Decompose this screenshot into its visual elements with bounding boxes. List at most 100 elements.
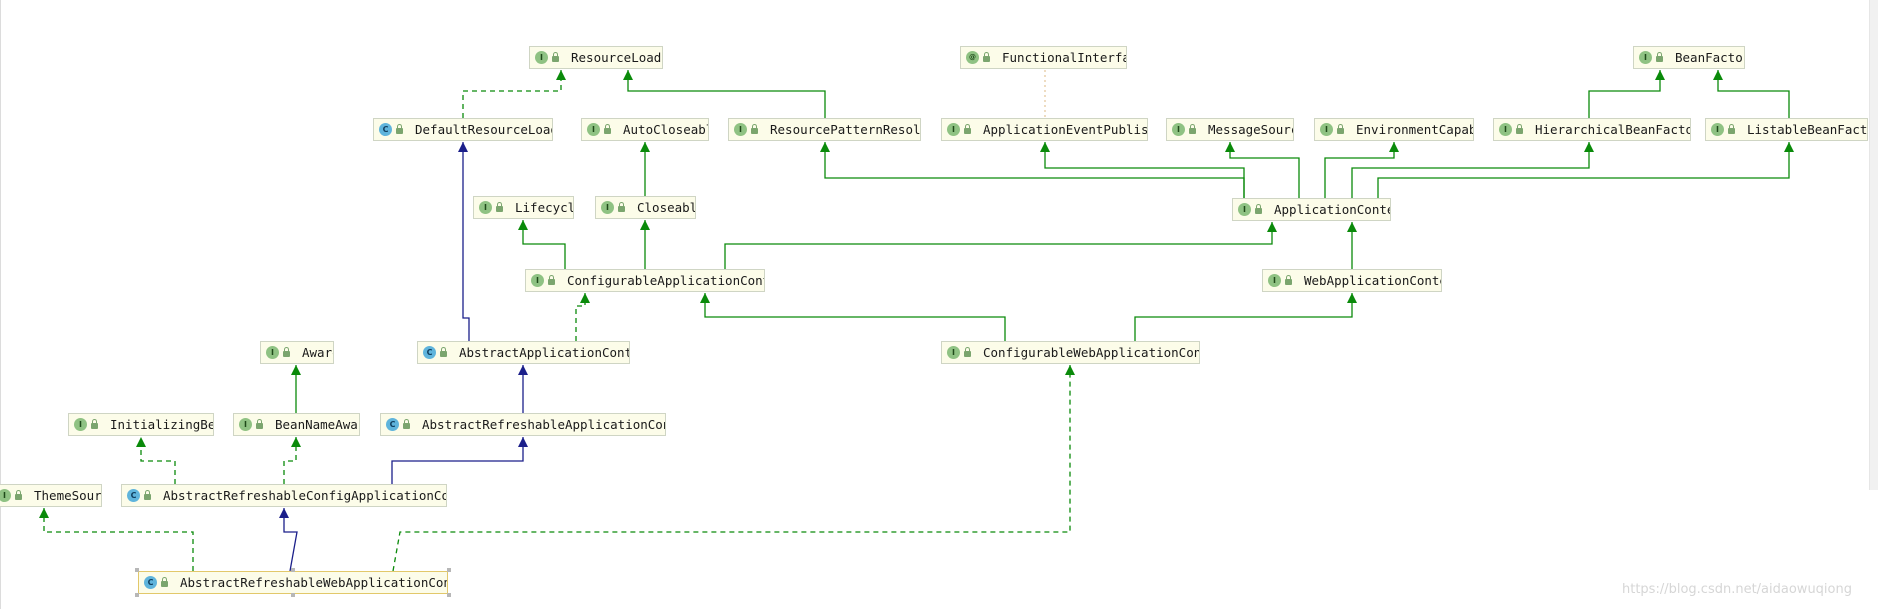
interface-icon: I xyxy=(947,346,960,359)
node-label: DefaultResourceLoade xyxy=(415,122,553,137)
node-functional-interface[interactable]: @ FunctionalInterfac xyxy=(960,46,1127,69)
edge-ApplicationContext-to-ListableBeanFactory xyxy=(1377,142,1794,198)
arrowhead xyxy=(820,142,830,152)
public-visibility-icon xyxy=(396,124,403,134)
watermark-text: https://blog.csdn.net/aidaowuqiong xyxy=(1622,582,1852,597)
public-visibility-icon xyxy=(91,419,98,429)
public-visibility-icon xyxy=(552,52,559,62)
interface-icon: I xyxy=(1172,123,1185,136)
node-label: AbstractRefreshableConfigApplicationCont… xyxy=(163,488,447,503)
public-visibility-icon xyxy=(15,490,22,500)
edge-BeanNameAware-to-Aware xyxy=(291,365,301,413)
edge-ResourcePatternResolver-to-ResourceLoader xyxy=(623,70,826,118)
node-auto-closeable[interactable]: IAutoCloseable xyxy=(581,118,709,141)
edge-ConfigurableApplicationContext-to-ApplicationContext xyxy=(724,222,1277,269)
node-application-context[interactable]: IApplicationContext xyxy=(1232,198,1391,221)
public-visibility-icon xyxy=(283,347,290,357)
edge-ConfigurableWebApplicationContext-to-ConfigurableApplicationContext xyxy=(700,293,1006,341)
arrowhead xyxy=(1347,222,1357,232)
selection-handle[interactable] xyxy=(291,568,295,572)
public-visibility-icon xyxy=(604,124,611,134)
arrowhead xyxy=(623,70,633,80)
interface-icon: I xyxy=(734,123,747,136)
edge-ApplicationContext-to-ResourcePatternResolver xyxy=(820,142,1245,198)
public-visibility-icon xyxy=(618,202,625,212)
node-resource-loader[interactable]: IResourceLoader xyxy=(529,46,663,69)
selection-handle[interactable] xyxy=(447,593,451,597)
edge-ConfigurableApplicationContext-to-Closeable xyxy=(640,220,650,269)
arrowhead xyxy=(1389,142,1399,152)
edge-ApplicationContext-to-EnvironmentCapable xyxy=(1324,142,1399,198)
edge-AbstractRefreshableApplicationContext-to-AbstractApplicationContext xyxy=(518,365,528,413)
class-icon: C xyxy=(423,346,436,359)
selection-handle[interactable] xyxy=(291,593,295,597)
node-bean-factory[interactable]: IBeanFactory xyxy=(1633,46,1745,69)
node-bean-name-aware[interactable]: IBeanNameAware xyxy=(233,413,360,436)
public-visibility-icon xyxy=(161,577,168,587)
node-aware[interactable]: IAware xyxy=(260,341,334,364)
arrowhead xyxy=(136,437,146,447)
public-visibility-icon xyxy=(1728,124,1735,134)
arrowhead xyxy=(580,293,590,303)
arrowhead xyxy=(1713,70,1723,80)
public-visibility-icon xyxy=(1189,124,1196,134)
selection-handle[interactable] xyxy=(135,593,139,597)
node-label: BeanNameAware xyxy=(275,417,359,432)
node-label: Closeable xyxy=(637,200,695,215)
node-label: ConfigurableApplicationContex xyxy=(567,273,765,288)
interface-icon: I xyxy=(535,51,548,64)
node-environment-capable[interactable]: IEnvironmentCapable xyxy=(1314,118,1474,141)
interface-icon: I xyxy=(531,274,544,287)
arrowhead xyxy=(1655,70,1665,80)
public-visibility-icon xyxy=(440,347,447,357)
node-label: InitializingBear xyxy=(110,417,214,432)
node-listable-bean-factory[interactable]: IListableBeanFactor xyxy=(1705,118,1868,141)
edge-ListableBeanFactory-to-BeanFactory xyxy=(1713,70,1790,118)
selection-handle[interactable] xyxy=(135,568,139,572)
node-label: ResourcePatternResolve xyxy=(770,122,921,137)
public-visibility-icon xyxy=(983,52,990,62)
public-visibility-icon xyxy=(548,275,555,285)
selection-handle[interactable] xyxy=(447,568,451,572)
interface-icon: I xyxy=(1499,123,1512,136)
arrowhead xyxy=(518,220,528,230)
arrowhead xyxy=(1347,293,1357,303)
node-hierarchical-bean-factory[interactable]: I HierarchicalBeanFactor xyxy=(1493,118,1691,141)
edge-AbstractRefreshableConfigApplicationContext-to-AbstractRefreshableApplicationContext xyxy=(391,437,528,484)
node-label: FunctionalInterfac xyxy=(1002,50,1127,65)
edge-ApplicationContext-to-HierarchicalBeanFactory xyxy=(1351,142,1594,198)
node-label: HierarchicalBeanFactor xyxy=(1535,122,1691,137)
vertical-scrollbar[interactable] xyxy=(1869,0,1878,490)
interface-icon: I xyxy=(74,418,87,431)
node-theme-source[interactable]: IThemeSource xyxy=(0,484,102,507)
edge-AbstractApplicationContext-to-DefaultResourceLoader xyxy=(458,142,470,341)
node-label: BeanFactory xyxy=(1675,50,1744,65)
node-message-source[interactable]: I MessageSource xyxy=(1166,118,1294,141)
arrowhead xyxy=(1040,142,1050,152)
arrowhead xyxy=(518,365,528,375)
node-closeable[interactable]: ICloseable xyxy=(595,196,696,219)
arrowhead xyxy=(640,220,650,230)
arrowhead xyxy=(1267,222,1277,232)
node-label: MessageSource xyxy=(1208,122,1293,137)
arrowhead xyxy=(1065,365,1075,375)
interface-icon: I xyxy=(479,201,492,214)
arrowhead xyxy=(1784,142,1794,152)
node-lifecycle[interactable]: ILifecycle xyxy=(473,196,574,219)
node-configurable-application-context[interactable]: I ConfigurableApplicationContex xyxy=(525,269,765,292)
interface-icon: I xyxy=(947,123,960,136)
node-resource-pattern-resolver[interactable]: I ResourcePatternResolve xyxy=(728,118,921,141)
public-visibility-icon xyxy=(403,419,410,429)
annotation-icon: @ xyxy=(966,51,979,64)
node-label: AbstractRefreshableApplicationConte: xyxy=(422,417,666,432)
node-initializing-bean[interactable]: I InitializingBear xyxy=(68,413,214,436)
